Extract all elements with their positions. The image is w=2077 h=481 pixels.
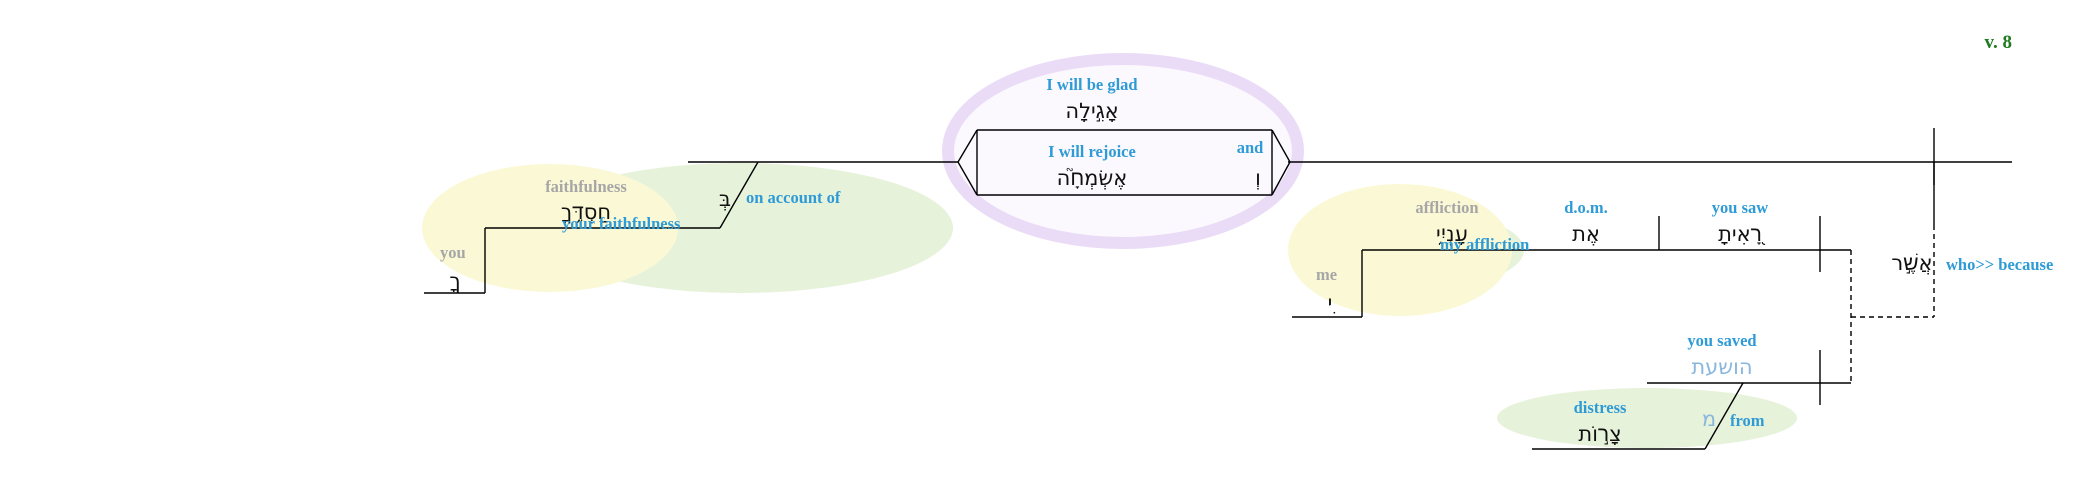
affliction-gloss-full: my affliction [1440, 235, 1529, 254]
saw-hebrew: רָ֭אִיתָ [1718, 222, 1766, 246]
verb2-hebrew: אֶשְׂמְחָ֮ה [1057, 166, 1128, 190]
conj-hebrew: וְ [1255, 166, 1261, 190]
from-hebrew: מ [1702, 407, 1716, 431]
prep-slant-left [719, 161, 759, 229]
noun-gloss-full: your faithfulness [562, 214, 681, 233]
saw-gloss: you saw [1712, 198, 1768, 217]
affliction-hebrew: עָנְיִ֑י [1436, 222, 1468, 246]
noun-hebrew: חַסְדֶּ֥ךָ [561, 200, 611, 224]
from-slant [1704, 382, 1744, 450]
prep-hebrew: בְּ [719, 187, 731, 211]
distress-hebrew: צָר֣וֹת [1578, 422, 1621, 446]
suffix-hebrew-left: ךָ [449, 269, 460, 293]
suffix-gloss-left: you [440, 243, 466, 262]
relative-gloss: who>> because [1946, 255, 2053, 274]
noun-gloss: faithfulness [545, 177, 627, 196]
affliction-gloss: affliction [1415, 198, 1478, 217]
compound-right-bracket [1271, 129, 1291, 196]
saved-hebrew: הושעת [1691, 355, 1752, 379]
from-gloss: from [1730, 411, 1765, 430]
purple-highlight-main [942, 53, 1304, 249]
saved-gloss: you saved [1687, 331, 1756, 350]
dom-gloss: d.o.m. [1564, 198, 1608, 217]
distress-gloss: distress [1574, 398, 1627, 417]
dom-hebrew: אֶת [1572, 222, 1600, 246]
suffix-gloss-right: me [1316, 265, 1337, 284]
verb2-gloss: I will rejoice [1048, 142, 1136, 161]
verb1-gloss: I will be glad [1046, 75, 1137, 94]
prep-gloss: on account of [746, 188, 841, 207]
conj-gloss: and [1237, 138, 1264, 157]
green-highlight-bottom [1497, 388, 1797, 448]
relative-hebrew: אֲשֶׁ֣ר [1891, 251, 1932, 275]
suffix-hebrew-right: ִי [1328, 291, 1336, 315]
verse-label: v. 8 [1985, 32, 2012, 53]
verb1-hebrew: אָגִ֣ילָה [1065, 99, 1118, 123]
compound-left-bracket [957, 129, 978, 196]
